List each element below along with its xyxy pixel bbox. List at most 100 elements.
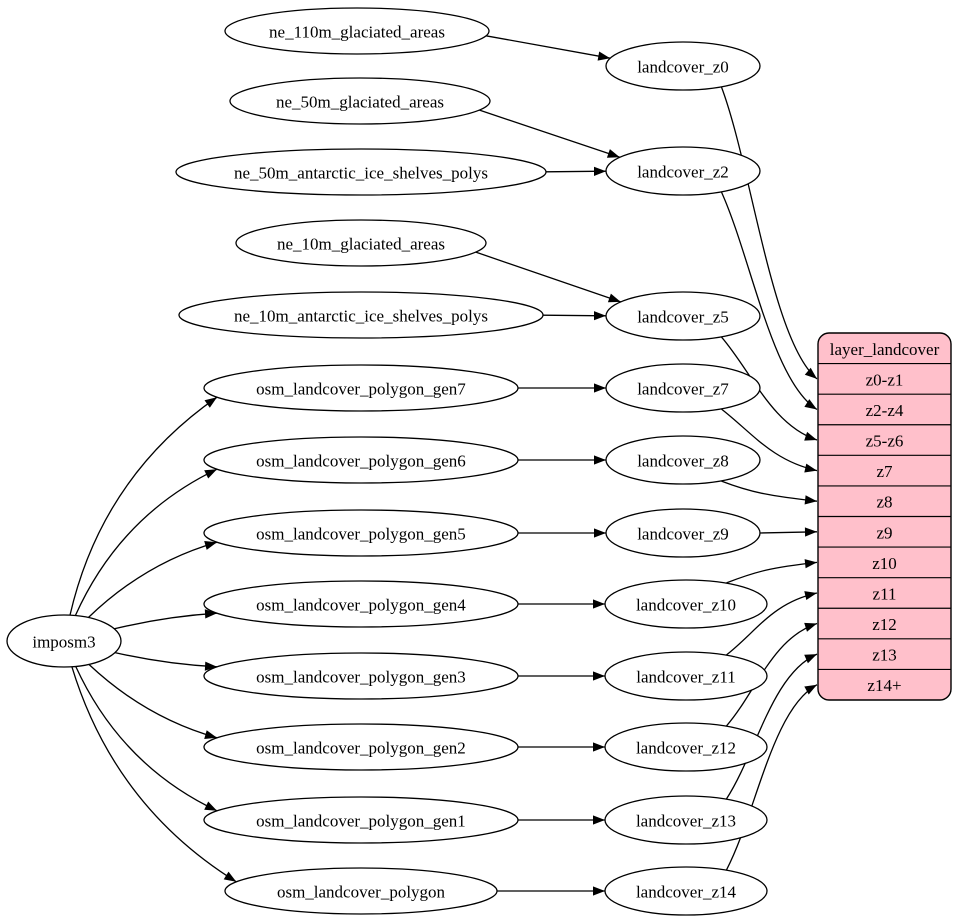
node-shape-landcover_z12	[604, 722, 768, 772]
edge-osm_landcover_polygon_gen4-to-landcover_z10	[518, 599, 605, 609]
edge-landcover_z14-to-layer_landcover-z14+-line	[725, 684, 818, 871]
record-row-z2-z4: z2-z4	[866, 401, 904, 420]
node-landcover_z11: landcover_z11	[604, 651, 768, 701]
record-row-z8: z8	[876, 493, 892, 512]
edge-landcover_z10-to-layer_landcover-z10	[726, 559, 818, 584]
node-landcover_z0: landcover_z0	[605, 41, 761, 91]
node-ne_10m_glaciated_areas: ne_10m_glaciated_areas	[235, 219, 487, 267]
node-osm_landcover_polygon_gen3: osm_landcover_polygon_gen3	[203, 652, 519, 700]
arrowhead	[804, 591, 817, 600]
node-label-landcover_z12: landcover_z12	[636, 739, 736, 758]
edge-osm_landcover_polygon_gen3-to-landcover_z11	[518, 671, 605, 681]
edge-landcover_z2-to-layer_landcover-z2-z4-line	[720, 191, 818, 411]
edge-ne_110m_glaciated_areas-to-landcover_z0-line	[485, 35, 611, 59]
record-row-z14+: z14+	[867, 676, 901, 695]
node-label-osm_landcover_polygon_gen1: osm_landcover_polygon_gen1	[256, 812, 466, 831]
edge-ne_10m_glaciated_areas-to-landcover_z5	[475, 251, 621, 303]
node-landcover_z10: landcover_z10	[604, 579, 768, 629]
node-ne_110m_glaciated_areas: ne_110m_glaciated_areas	[224, 7, 490, 55]
edge-osm_landcover_polygon_gen7-to-landcover_z7	[518, 383, 606, 393]
edge-imposm3-to-osm_landcover_polygon-line	[71, 666, 237, 883]
node-label-ne_10m_antarctic_ice_shelves_polys: ne_10m_antarctic_ice_shelves_polys	[234, 307, 488, 326]
node-label-ne_50m_glaciated_areas: ne_50m_glaciated_areas	[276, 93, 444, 112]
node-shape-landcover_z14	[604, 866, 768, 916]
arrowhead	[594, 383, 606, 393]
arrowhead	[606, 149, 620, 158]
record-title: layer_landcover	[830, 340, 940, 359]
arrowhead	[804, 495, 817, 505]
node-shape-landcover_z9	[605, 508, 761, 558]
record-row-z12: z12	[872, 615, 897, 634]
record-row-z5-z6: z5-z6	[866, 432, 904, 451]
arrowhead	[204, 661, 217, 671]
node-shape-osm_landcover_polygon_gen7	[203, 364, 519, 412]
edge-landcover_z12-to-layer_landcover-z12	[726, 622, 818, 727]
edges-layer	[69, 35, 818, 896]
edge-imposm3-to-osm_landcover_polygon_gen7-line	[69, 396, 218, 616]
edge-landcover_z0-to-layer_landcover-z0-z1-line	[720, 86, 818, 380]
edge-imposm3-to-osm_landcover_polygon_gen5	[87, 541, 218, 618]
node-shape-osm_landcover_polygon_gen1	[203, 796, 519, 844]
arrowhead	[804, 431, 817, 441]
node-label-landcover_z9: landcover_z9	[637, 525, 729, 544]
node-landcover_z5: landcover_z5	[605, 291, 761, 341]
arrowhead	[804, 654, 817, 664]
node-label-landcover_z7: landcover_z7	[637, 380, 729, 399]
node-label-landcover_z10: landcover_z10	[636, 596, 736, 615]
node-shape-osm_landcover_polygon_gen2	[203, 723, 519, 771]
arrowhead	[593, 886, 605, 896]
node-label-ne_110m_glaciated_areas: ne_110m_glaciated_areas	[269, 23, 445, 42]
node-shape-landcover_z10	[604, 579, 768, 629]
node-landcover_z8: landcover_z8	[605, 435, 761, 485]
node-label-osm_landcover_polygon_gen3: osm_landcover_polygon_gen3	[256, 668, 466, 687]
edge-landcover_z0-to-layer_landcover-z0-z1	[720, 86, 818, 380]
arrowhead	[594, 528, 606, 538]
arrowhead	[804, 527, 817, 537]
edge-landcover_z7-to-layer_landcover-z7	[721, 408, 818, 473]
edge-ne_50m_glaciated_areas-to-landcover_z2-line	[479, 109, 621, 158]
arrowhead	[204, 730, 217, 739]
edge-imposm3-to-osm_landcover_polygon_gen4-line	[114, 612, 218, 630]
edge-imposm3-to-osm_landcover_polygon_gen7	[69, 396, 218, 616]
arrowhead	[204, 469, 217, 479]
nodes-layer: imposm3 ne_110m_glaciated_areas ne_50m_gla…	[6, 7, 768, 916]
node-label-osm_landcover_polygon: osm_landcover_polygon	[277, 883, 446, 902]
node-landcover_z13: landcover_z13	[604, 795, 768, 845]
edge-landcover_z5-to-layer_landcover-z5-z6-line	[721, 336, 818, 441]
edge-imposm3-to-osm_landcover_polygon_gen3	[114, 651, 218, 671]
arrowhead	[804, 399, 817, 410]
arrowhead	[594, 455, 606, 465]
node-label-landcover_z14: landcover_z14	[636, 883, 737, 902]
edge-osm_landcover_polygon_gen5-to-landcover_z9	[518, 528, 606, 538]
edge-imposm3-to-osm_landcover_polygon_gen3-line	[114, 651, 218, 668]
arrowhead	[597, 51, 611, 61]
arrowhead	[594, 166, 606, 176]
edge-landcover_z12-to-layer_landcover-z12-line	[726, 622, 818, 727]
node-landcover_z9: landcover_z9	[605, 508, 761, 558]
node-osm_landcover_polygon_gen5: osm_landcover_polygon_gen5	[203, 509, 519, 557]
edge-ne_10m_glaciated_areas-to-landcover_z5-line	[475, 251, 621, 303]
node-label-landcover_z2: landcover_z2	[637, 163, 729, 182]
node-shape-osm_landcover_polygon_gen3	[203, 652, 519, 700]
edge-imposm3-to-osm_landcover_polygon_gen4	[114, 609, 218, 630]
arrowhead	[607, 293, 621, 303]
arrowhead	[804, 559, 817, 569]
edge-landcover_z2-to-layer_landcover-z2-z4	[720, 191, 818, 411]
record-row-z0-z1: z0-z1	[866, 370, 904, 389]
edge-landcover_z10-to-layer_landcover-z10-line	[726, 561, 818, 584]
edge-landcover_z9-to-layer_landcover-z9	[759, 527, 818, 537]
node-shape-landcover_z7	[605, 363, 761, 413]
record-row-z7: z7	[876, 462, 893, 481]
node-imposm3: imposm3	[6, 614, 122, 668]
arrowhead	[223, 871, 237, 882]
node-label-landcover_z11: landcover_z11	[636, 668, 735, 687]
arrowhead	[593, 671, 605, 681]
node-shape-imposm3	[6, 614, 122, 668]
edge-imposm3-to-osm_landcover_polygon_gen6	[74, 468, 218, 616]
arrowhead	[804, 367, 817, 379]
node-shape-ne_110m_glaciated_areas	[224, 7, 490, 55]
arrowhead	[204, 397, 217, 408]
node-ne_50m_glaciated_areas: ne_50m_glaciated_areas	[229, 77, 491, 125]
node-osm_landcover_polygon_gen7: osm_landcover_polygon_gen7	[203, 364, 519, 412]
